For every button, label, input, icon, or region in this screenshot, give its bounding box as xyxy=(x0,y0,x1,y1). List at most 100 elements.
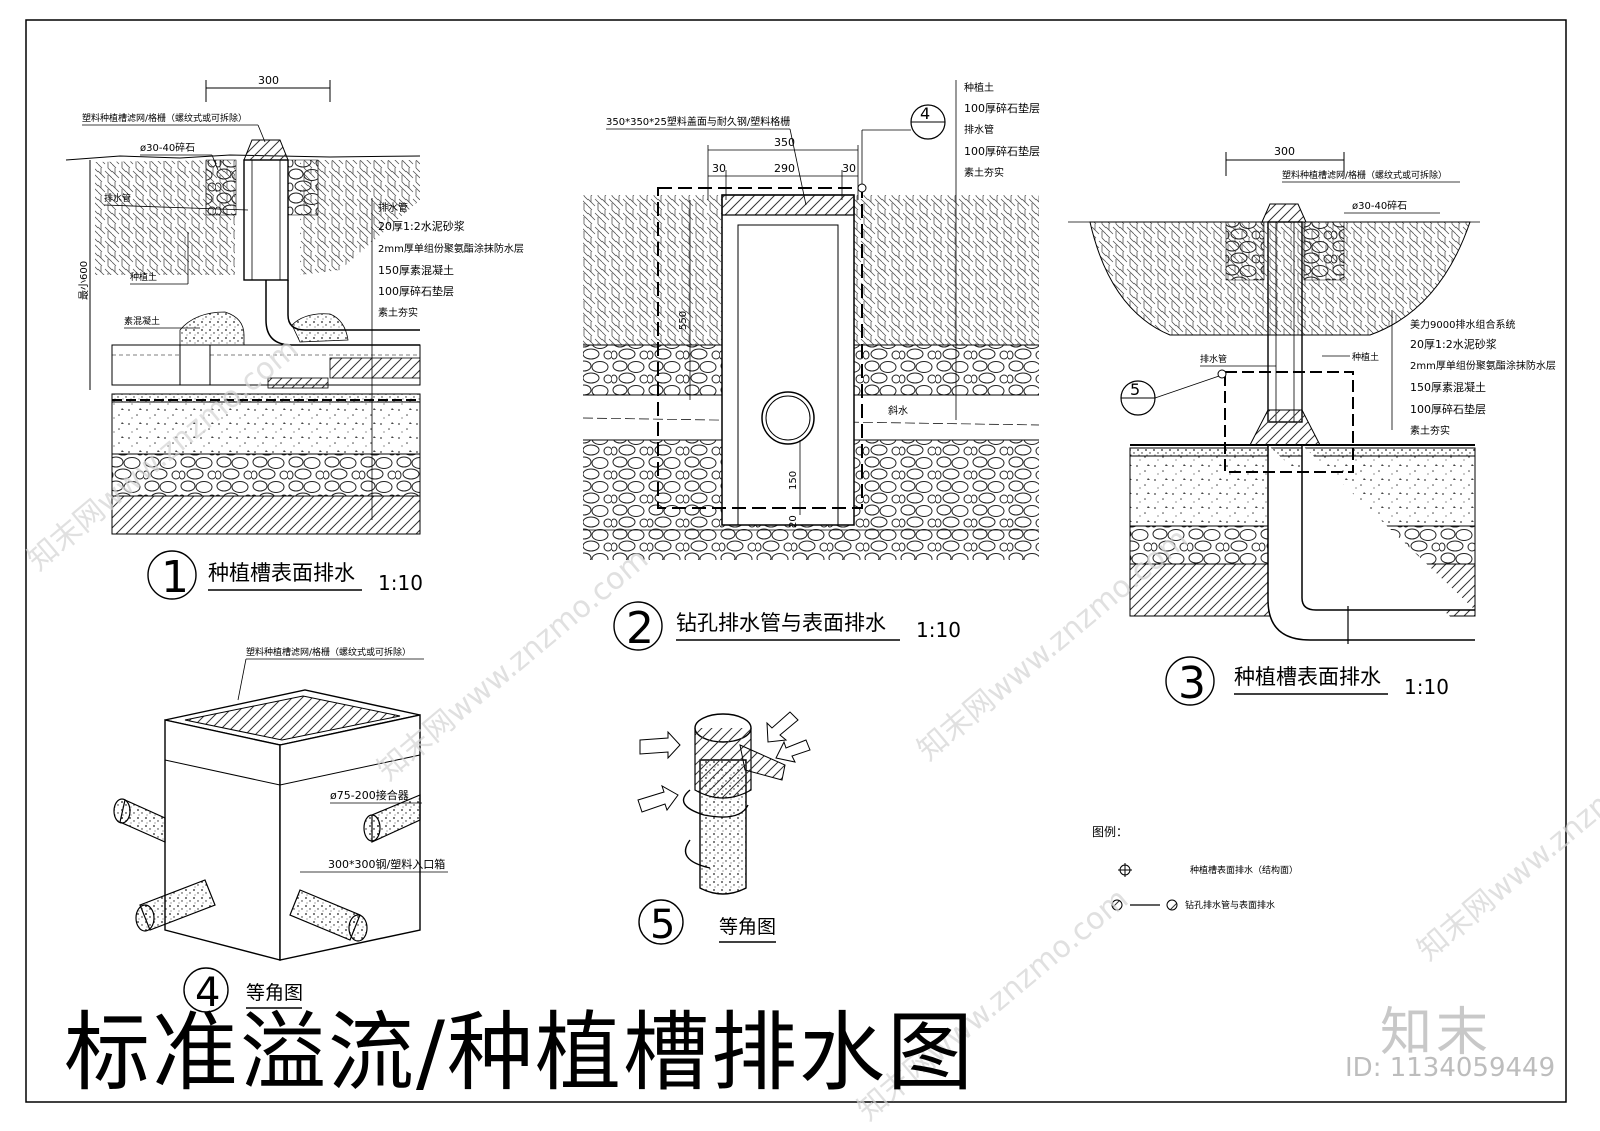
d1-gravel-left xyxy=(205,159,237,216)
d5-strainer xyxy=(694,728,752,799)
d2-layer-0: 种植土 xyxy=(964,81,994,94)
d3-ref-number: 5 xyxy=(1130,380,1140,399)
detail-4: 塑料种植槽滤网/格栅（螺纹式或可拆除） ø75-200接合器 300*300钢/… xyxy=(113,646,448,1016)
d4-caption: 等角图 xyxy=(246,982,303,1004)
d1-layer-5: 素土夯实 xyxy=(378,306,418,319)
d3-gravel-right xyxy=(1303,221,1345,281)
legend-symbol-1 xyxy=(1118,863,1132,877)
d1-gravel-label: ø30-40碎石 xyxy=(140,141,195,154)
legend-item-2: 钻孔排水管与表面排水 xyxy=(1185,899,1275,911)
brand-logo: 知末 xyxy=(1380,1003,1493,1063)
d1-layer-0: 排水管 xyxy=(378,201,408,214)
d2-ref-number: 4 xyxy=(920,104,930,123)
d1-caption: 种植槽表面排水 xyxy=(208,561,355,585)
d1-layer-4: 100厚碎石垫层 xyxy=(378,284,454,298)
d3-caption-circle xyxy=(1165,656,1215,706)
d4-grate xyxy=(184,695,401,741)
d1-soil-label: 种植土 xyxy=(130,271,157,283)
d1-grade-line xyxy=(65,154,421,161)
d1-layer-3: 150厚素混凝土 xyxy=(378,263,454,277)
d5-caption-number: 5 xyxy=(650,902,675,948)
d1-riser-pipe xyxy=(243,159,289,281)
detail-3: 300 塑料种植槽滤网/格栅（螺纹式或可拆除） ø30-40碎石 排水管 种植土… xyxy=(1068,145,1556,709)
d4-connector-label: ø75-200接合器 xyxy=(330,788,409,802)
d3-layer-3: 150厚素混凝土 xyxy=(1410,380,1486,394)
d2-layer-1: 100厚碎石垫层 xyxy=(964,101,1040,115)
d2-caption-number: 2 xyxy=(626,603,654,654)
d2-layer-4: 素土夯实 xyxy=(964,166,1004,179)
d3-dim-top: 300 xyxy=(1274,145,1295,158)
d1-scale: 1:10 xyxy=(378,571,423,595)
d4-caption-number: 4 xyxy=(195,970,220,1016)
d1-caption-number: 1 xyxy=(161,552,189,603)
d2-dim-30-right: 30 xyxy=(842,162,856,175)
d5-flow-arrows xyxy=(637,711,811,813)
d1-dim-top: 300 xyxy=(258,74,279,87)
d1-pipe-label: 排水管 xyxy=(104,192,131,204)
d2-drain-pipe xyxy=(761,391,815,445)
d5-caption-circle xyxy=(638,899,684,945)
d1-filter-cap xyxy=(243,139,289,161)
d2-caption: 钻孔排水管与表面排水 xyxy=(676,611,886,635)
d3-layer-1: 20厚1:2水泥砂浆 xyxy=(1410,337,1497,351)
d1-caption-circle xyxy=(147,550,197,600)
d3-gravel-left xyxy=(1225,221,1265,281)
legend-symbol-2 xyxy=(1111,899,1178,911)
d1-planting-soil xyxy=(95,160,235,275)
d1-gravel-layer xyxy=(111,453,421,497)
d2-grate xyxy=(721,194,855,216)
d3-outlet-pipe xyxy=(1267,445,1475,641)
d2-callout-box xyxy=(657,187,863,509)
sheet-title: 标准溢流/种植槽排水图 xyxy=(64,1003,975,1103)
d3-layer-2: 2mm厚单组份聚氨酯涂抹防水层 xyxy=(1410,359,1556,372)
d2-caption-circle xyxy=(613,601,663,651)
d1-compacted-soil xyxy=(111,495,421,535)
d3-layer-5: 素土夯实 xyxy=(1410,424,1450,437)
d4-caption-circle xyxy=(183,967,229,1013)
d2-layer-2: 排水管 xyxy=(964,123,994,136)
d3-caption-number: 3 xyxy=(1178,658,1206,709)
d2-layer-3: 100厚碎石垫层 xyxy=(964,144,1040,158)
d1-concrete-label: 素混凝土 xyxy=(124,315,160,327)
d4-box-label: 300*300钢/塑料入口箱 xyxy=(328,857,445,871)
d1-layer-1: 20厚1:2水泥砂浆 xyxy=(378,219,465,233)
d2-dim-290: 290 xyxy=(774,162,795,175)
d1-planting-soil-right xyxy=(300,160,420,275)
d2-dim-20: 20 xyxy=(788,515,799,528)
d1-gravel-right xyxy=(287,159,319,216)
d3-pipe-label: 排水管 xyxy=(1200,353,1227,365)
d5-flange xyxy=(739,744,786,781)
legend-title: 图例： xyxy=(1092,825,1128,839)
d3-soil-label: 种植土 xyxy=(1352,351,1379,363)
d3-layer-4: 100厚碎石垫层 xyxy=(1410,402,1486,416)
d3-caption: 种植槽表面排水 xyxy=(1234,665,1381,689)
d5-spiral xyxy=(682,789,749,869)
legend: 图例： 种植槽表面排水（结构面） 钻孔排水管与表面排水 xyxy=(1092,825,1298,911)
d1-concrete-mass-left xyxy=(179,311,245,346)
d2-top-label: 350*350*25塑料盖面与耐久钢/塑料格栅 xyxy=(606,115,790,128)
sheet-border xyxy=(25,19,1567,1103)
d4-box-left-face xyxy=(164,719,281,961)
detail-5: 5 等角图 xyxy=(637,711,811,948)
d3-filter-cap xyxy=(1261,203,1307,223)
d2-slope-label: 斜水 xyxy=(888,404,908,417)
d1-filter-label: 塑料种植槽滤网/格栅（螺纹式或可拆除） xyxy=(82,112,247,124)
d2-scale: 1:10 xyxy=(916,618,961,642)
d1-depth-dim: 最小600 xyxy=(78,261,90,300)
detail-1: 300 最小600 塑料种植槽滤网/格栅（螺纹式或可拆除） ø30-40碎石 排… xyxy=(65,74,524,603)
d1-concrete-mass-right xyxy=(291,313,349,343)
d2-inlet-box xyxy=(721,194,855,526)
d3-planting-bowl xyxy=(1089,221,1471,336)
detail-2: 350 30 290 30 550 150 20 斜水 350*350*25塑料… xyxy=(582,80,1040,654)
d2-dim-vertical: 550 xyxy=(678,311,689,330)
d3-scale: 1:10 xyxy=(1404,675,1449,699)
d4-top-label: 塑料种植槽滤网/格栅（螺纹式或可拆除） xyxy=(246,646,411,658)
d3-filter-label: 塑料种植槽滤网/格栅（螺纹式或可拆除） xyxy=(1282,169,1447,181)
d1-layer-2: 2mm厚单组份聚氨酯涂抹防水层 xyxy=(378,242,524,255)
document-id: ID: 1134059449 xyxy=(1345,1053,1556,1083)
d3-flange xyxy=(1249,409,1321,446)
d3-gravel-label: ø30-40碎石 xyxy=(1352,199,1407,212)
d2-dim-350: 350 xyxy=(774,136,795,149)
d4-connector-pipes xyxy=(113,794,421,942)
